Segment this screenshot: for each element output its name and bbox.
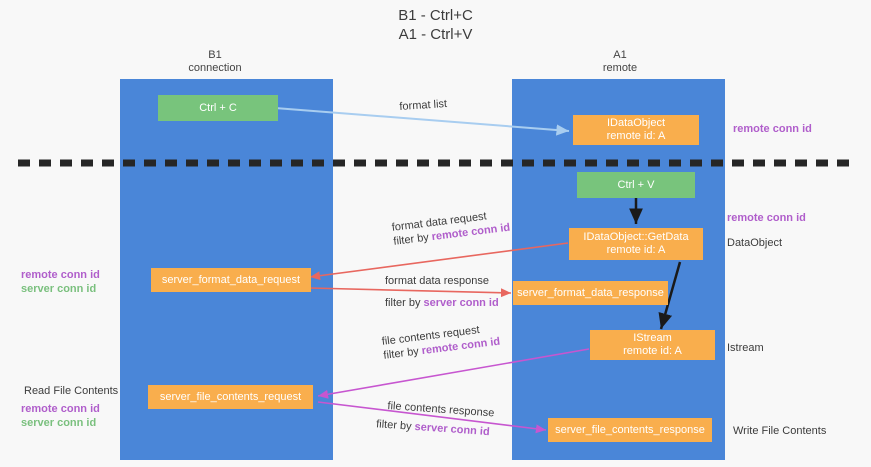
- node-istream-line2: remote id: A: [623, 345, 682, 357]
- node-ctrl-v-label: Ctrl + V: [617, 178, 655, 191]
- lane-header-b1-role: connection: [188, 62, 242, 74]
- edge-label-format-data-request: format data request filter by remote con…: [391, 207, 511, 249]
- filter-by-prefix-3: filter by: [382, 345, 423, 362]
- node-getdata[interactable]: IDataObject::GetData remote id: A: [569, 228, 703, 260]
- lane-header-b1: B1 connection: [150, 49, 280, 75]
- lane-header-b1-name: B1: [208, 49, 222, 61]
- edge-label-format-list-line1: format list: [399, 98, 448, 113]
- lane-header-a1-name: A1: [613, 49, 627, 61]
- page-title-line1: B1 - Ctrl+C: [398, 7, 473, 24]
- node-idataobject[interactable]: IDataObject remote id: A: [573, 115, 699, 145]
- filter-by-prefix-4: filter by: [375, 418, 416, 433]
- edge-label-format-data-response-line2: filter by server conn id: [385, 296, 499, 310]
- node-server-file-contents-request[interactable]: server_file_contents_request: [148, 385, 313, 409]
- node-istream[interactable]: IStream remote id: A: [590, 330, 715, 360]
- annotation-right-dataobject: DataObject: [727, 237, 783, 249]
- filter-key-server-conn-id-2: server conn id: [414, 420, 491, 439]
- lane-header-a1-role: remote: [602, 62, 638, 74]
- edge-label-file-contents-response-line2: filter by server conn id: [376, 417, 494, 439]
- edge-label-file-contents-response-line1: file contents response: [387, 399, 495, 420]
- annotation-left-remote-conn-id-bottom: remote conn id: [21, 403, 100, 415]
- annotation-right-remote-conn-id-top: remote conn id: [733, 123, 812, 135]
- node-idataobject-line1: IDataObject: [606, 117, 666, 129]
- node-server-format-data-response[interactable]: server_format_data_response: [513, 281, 668, 305]
- edge-label-file-contents-request: file contents request filter by remote c…: [381, 321, 501, 363]
- edge-label-format-data-response-line1: format data response: [385, 275, 489, 287]
- node-idataobject-line2: remote id: A: [606, 130, 666, 142]
- page-title: B1 - Ctrl+C A1 - Ctrl+V: [0, 6, 871, 44]
- annotation-right-istream: Istream: [727, 342, 764, 354]
- node-getdata-line2: remote id: A: [606, 244, 666, 256]
- page-title-line2: A1 - Ctrl+V: [398, 26, 473, 43]
- edge-label-format-data-response: format data response filter by server co…: [385, 274, 499, 310]
- edge-label-format-list: format list: [399, 97, 447, 114]
- annotation-left-remote-conn-id-mid: remote conn id: [21, 269, 100, 281]
- annotation-left-read-file-contents: Read File Contents: [24, 385, 119, 397]
- node-server-file-contents-request-label: server_file_contents_request: [159, 390, 302, 403]
- annotation-left-server-conn-id-mid: server conn id: [21, 283, 97, 295]
- node-server-file-contents-response-label: server_file_contents_response: [555, 423, 705, 436]
- node-server-format-data-request-label: server_format_data_request: [161, 273, 301, 286]
- annotation-right-write-file-contents: Write File Contents: [733, 425, 827, 437]
- node-server-file-contents-response[interactable]: server_file_contents_response: [548, 418, 712, 442]
- node-istream-line1: IStream: [633, 332, 672, 344]
- annotation-right-remote-conn-id-mid: remote conn id: [727, 212, 806, 224]
- node-ctrl-c[interactable]: Ctrl + C: [158, 95, 278, 121]
- node-ctrl-v[interactable]: Ctrl + V: [577, 172, 695, 198]
- filter-by-prefix-2: filter by: [385, 297, 424, 309]
- annotation-left-server-conn-id-bottom: server conn id: [21, 417, 97, 429]
- node-getdata-line1: IDataObject::GetData: [583, 231, 689, 243]
- filter-key-server-conn-id-1: server conn id: [423, 297, 499, 309]
- node-server-format-data-request[interactable]: server_format_data_request: [151, 268, 311, 292]
- lane-header-a1: A1 remote: [555, 49, 685, 75]
- filter-by-prefix-1: filter by: [392, 231, 433, 248]
- node-server-format-data-response-label: server_format_data_response: [517, 286, 664, 299]
- node-ctrl-c-label: Ctrl + C: [199, 101, 237, 114]
- edge-label-file-contents-response: file contents response filter by server …: [376, 399, 495, 439]
